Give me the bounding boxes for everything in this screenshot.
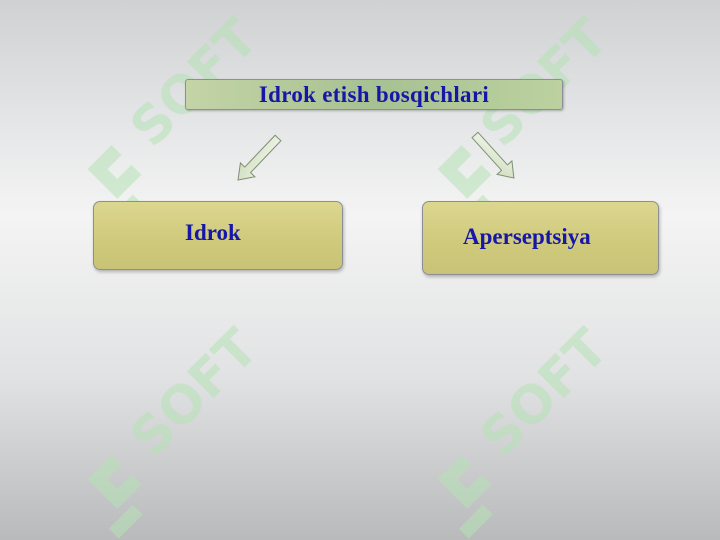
- node-label: Aperseptsiya: [463, 224, 591, 249]
- arrow-down-left-icon: [237, 134, 282, 181]
- diagram-title-box: Idrok etish bosqichlari: [185, 79, 563, 110]
- diagram-title: Idrok etish bosqichlari: [258, 81, 490, 107]
- node-idrok: Idrok: [93, 201, 343, 270]
- arrow-down-right-icon: [471, 131, 515, 179]
- node-label: Idrok: [185, 220, 241, 245]
- node-aperseptsiya: Aperseptsiya: [422, 201, 659, 275]
